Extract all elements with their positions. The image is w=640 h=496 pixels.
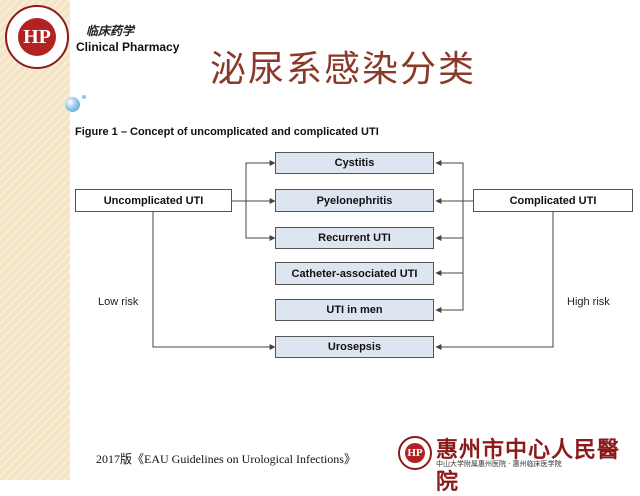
brand-chinese: 临床药学 (86, 24, 135, 38)
arrow-uncomplicated-urosepsis (152, 212, 276, 350)
decorative-orb-icon (65, 97, 80, 112)
uncomplicated-uti-box: Uncomplicated UTI (75, 189, 232, 212)
arrow-uncomplicated-recurrent (245, 201, 276, 241)
complicated-uti-box: Complicated UTI (473, 189, 633, 212)
category-pyelonephritis: Pyelonephritis (275, 189, 434, 212)
high-risk-label: High risk (567, 296, 610, 308)
diagram-connectors (152, 160, 554, 350)
hospital-logo: HP (398, 436, 432, 470)
arrow-complicated-urosepsis (435, 212, 554, 350)
hospital-subtitle: 中山大学附属惠州医院 · 惠州临床医学院 (436, 460, 562, 468)
side-stripe-texture (0, 0, 70, 480)
category-recurrent-uti: Recurrent UTI (275, 227, 434, 249)
arrow-complicated-cystitis (435, 160, 464, 201)
arrow-complicated-men (435, 273, 464, 313)
category-cystitis: Cystitis (275, 152, 434, 174)
category-urosepsis: Urosepsis (275, 336, 434, 358)
category-catheter-associated-uti: Catheter-associated UTI (275, 262, 434, 285)
clinical-pharmacy-logo: HP (5, 5, 69, 69)
low-risk-label: Low risk (98, 296, 139, 308)
category-uti-in-men: UTI in men (275, 299, 434, 321)
brand-english: Clinical Pharmacy (76, 40, 180, 54)
arrow-uncomplicated-cystitis (245, 160, 276, 201)
slide-title: 泌尿系感染分类 (210, 49, 477, 90)
arrow-complicated-recurrent (435, 201, 464, 241)
hospital-logo-monogram: HP (405, 443, 425, 463)
decorative-dot-icon (82, 95, 86, 99)
citation: 2017版《EAU Guidelines on Urological Infec… (96, 452, 356, 466)
logo-monogram: HP (18, 18, 56, 56)
figure-title: Figure 1 – Concept of uncomplicated and … (75, 126, 379, 138)
side-stripe (0, 0, 70, 480)
arrow-complicated-catheter (435, 238, 464, 276)
